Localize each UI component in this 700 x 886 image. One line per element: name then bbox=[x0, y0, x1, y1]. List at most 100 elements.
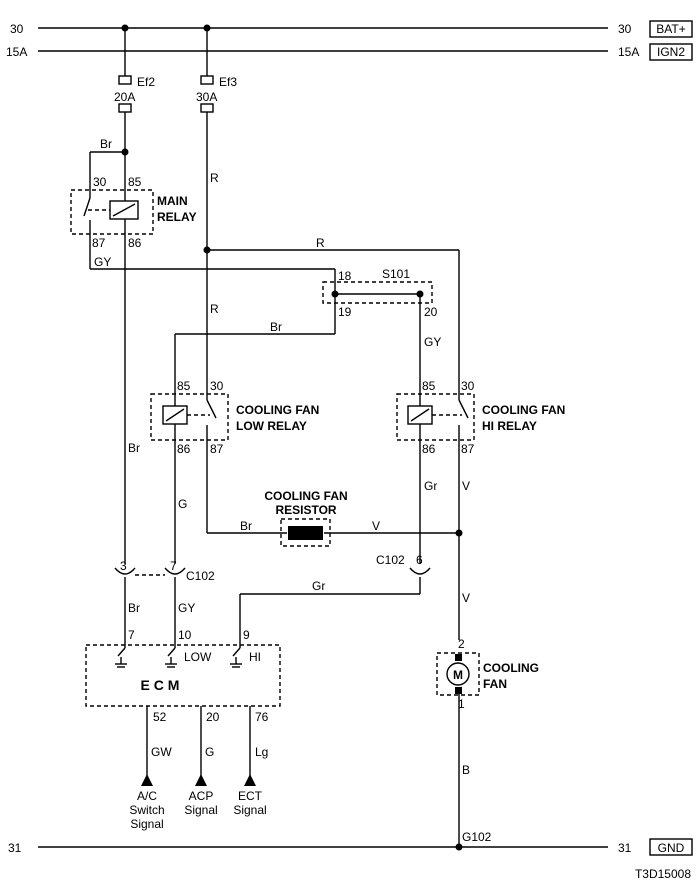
ecm-hi-label: HI bbox=[249, 650, 261, 664]
bat-plus-box: BAT+ bbox=[656, 22, 685, 36]
low-relay-pin30: 30 bbox=[210, 379, 224, 393]
hi-relay-title-1: COOLING FAN bbox=[482, 403, 565, 417]
main-relay-pin30: 30 bbox=[93, 175, 107, 189]
wire-label-gw: GW bbox=[151, 745, 172, 759]
wire-label-v-resistor: V bbox=[372, 519, 380, 533]
splice-s101-pin20: 20 bbox=[424, 305, 438, 319]
bat-rail: 30 30 BAT+ bbox=[10, 20, 693, 38]
ground-g102-label: G102 bbox=[462, 830, 492, 844]
c102-pin3: 3 bbox=[120, 559, 127, 573]
signal-ac-switch: GW A/C Switch Signal bbox=[129, 706, 172, 831]
wire-label-br-main: Br bbox=[100, 137, 112, 151]
hi-relay-pin85: 85 bbox=[422, 379, 436, 393]
ecm-pin52: 52 bbox=[153, 710, 167, 724]
ign-rail-label-left: 15A bbox=[6, 45, 27, 59]
fuse-ef3: Ef3 30A bbox=[196, 24, 237, 113]
wire-label-gy-main: GY bbox=[94, 255, 111, 269]
gnd-rail: 31 31 GND bbox=[8, 838, 693, 856]
hi-relay-pin30: 30 bbox=[461, 379, 475, 393]
resistor-title-2: RESISTOR bbox=[275, 503, 336, 517]
wire-resistor-path: Br V bbox=[206, 440, 459, 534]
wire-label-g: G bbox=[178, 497, 187, 511]
fan-motor-symbol: M bbox=[453, 668, 463, 682]
splice-s101-pin19: 19 bbox=[338, 305, 352, 319]
hi-relay-title-2: HI RELAY bbox=[482, 419, 537, 433]
ac-signal-line1: A/C bbox=[137, 789, 157, 803]
wire-label-gr-hi: Gr bbox=[424, 479, 437, 493]
splice-s101: S101 18 19 20 bbox=[322, 267, 438, 319]
signal-acp: G ACP Signal bbox=[184, 706, 218, 817]
ign2-box: IGN2 bbox=[657, 45, 685, 59]
wire-v-fan: V V bbox=[455, 440, 470, 640]
ign-rail-label-right: 15A bbox=[618, 45, 639, 59]
splice-s101-name: S101 bbox=[382, 267, 410, 281]
main-relay: 30 85 87 86 MAIN RELAY Br bbox=[70, 137, 197, 250]
bat-rail-label-left: 30 bbox=[10, 22, 24, 36]
main-relay-title-1: MAIN bbox=[157, 194, 188, 208]
acp-signal-line1: ACP bbox=[189, 789, 214, 803]
c102-pin6: 6 bbox=[416, 553, 423, 567]
splice-s101-pin18: 18 bbox=[338, 269, 352, 283]
wire-label-lg: Lg bbox=[255, 745, 268, 759]
ecm-low-label: LOW bbox=[184, 650, 212, 664]
resistor-title-1: COOLING FAN bbox=[264, 489, 347, 503]
wire-label-r-2: R bbox=[316, 236, 325, 250]
cooling-fan-hi-relay: 85 30 86 87 COOLING FAN HI RELAY bbox=[396, 379, 565, 456]
ecm-pin76: 76 bbox=[255, 710, 269, 724]
wire-gy-main-relay: GY bbox=[89, 234, 336, 294]
gnd-rail-label-left: 31 bbox=[8, 841, 22, 855]
wire-label-gr-ecm: Gr bbox=[312, 579, 325, 593]
hi-relay-pin87: 87 bbox=[461, 442, 475, 456]
fuse-ef2-name: Ef2 bbox=[137, 75, 155, 89]
wire-br-low-relay-85: Br bbox=[174, 294, 336, 385]
wire-r: R R R bbox=[203, 112, 460, 385]
c102-name-left: C102 bbox=[186, 569, 215, 583]
gnd-rail-label-right: 31 bbox=[618, 841, 632, 855]
wire-label-v-1: V bbox=[462, 479, 470, 493]
fuse-ef3-name: Ef3 bbox=[219, 75, 237, 89]
ac-signal-line3: Signal bbox=[130, 817, 163, 831]
low-relay-pin86: 86 bbox=[177, 442, 191, 456]
wire-label-br-ecm: Br bbox=[128, 601, 140, 615]
fuse-ef3-rating: 30A bbox=[196, 90, 217, 104]
ecm-pin20: 20 bbox=[206, 710, 220, 724]
wire-label-r-1: R bbox=[210, 171, 219, 185]
figure-code: T3D15008 bbox=[635, 867, 691, 881]
low-relay-pin85: 85 bbox=[177, 379, 191, 393]
fan-title-2: FAN bbox=[483, 677, 507, 691]
wire-label-gy-ecm: GY bbox=[178, 601, 195, 615]
ecm: 7 10 9 LOW HI E C M 52 20 76 bbox=[85, 628, 281, 724]
low-relay-title-2: LOW RELAY bbox=[236, 419, 307, 433]
c102-name-right: C102 bbox=[376, 553, 405, 567]
hi-relay-pin86: 86 bbox=[422, 442, 436, 456]
main-relay-title-2: RELAY bbox=[157, 210, 197, 224]
ecm-pin7: 7 bbox=[128, 628, 135, 642]
cooling-fan-resistor: COOLING FAN RESISTOR bbox=[264, 489, 348, 547]
signal-ect: Lg ECT Signal bbox=[233, 706, 268, 817]
fuse-ef2-rating: 20A bbox=[114, 90, 135, 104]
c102-pin7: 7 bbox=[170, 559, 177, 573]
ecm-title: E C M bbox=[141, 677, 180, 693]
ecm-pin9: 9 bbox=[243, 628, 250, 642]
fan-pin2: 2 bbox=[458, 637, 465, 651]
wire-label-b: B bbox=[462, 763, 470, 777]
low-relay-title-1: COOLING FAN bbox=[236, 403, 319, 417]
wire-gy-hi-relay-85: GY bbox=[419, 294, 441, 385]
wire-label-br-s101: Br bbox=[270, 320, 282, 334]
wire-label-br-resistor: Br bbox=[240, 519, 252, 533]
ground-g102: G102 bbox=[455, 830, 492, 851]
low-relay-pin87: 87 bbox=[210, 442, 224, 456]
wire-gr-ecm: Gr bbox=[239, 577, 421, 640]
bat-rail-label-right: 30 bbox=[618, 22, 632, 36]
wire-label-gy-hi: GY bbox=[424, 335, 441, 349]
ect-signal-line2: Signal bbox=[233, 803, 266, 817]
wire-label-v-2: V bbox=[462, 591, 470, 605]
gnd-box: GND bbox=[658, 841, 685, 855]
ecm-pin10: 10 bbox=[178, 628, 192, 642]
main-relay-pin85: 85 bbox=[128, 175, 142, 189]
wire-label-br-86: Br bbox=[128, 441, 140, 455]
connector-c102: 3 7 C102 C102 6 bbox=[114, 553, 431, 583]
main-relay-pin87: 87 bbox=[92, 236, 106, 250]
fan-pin1: 1 bbox=[458, 697, 465, 711]
